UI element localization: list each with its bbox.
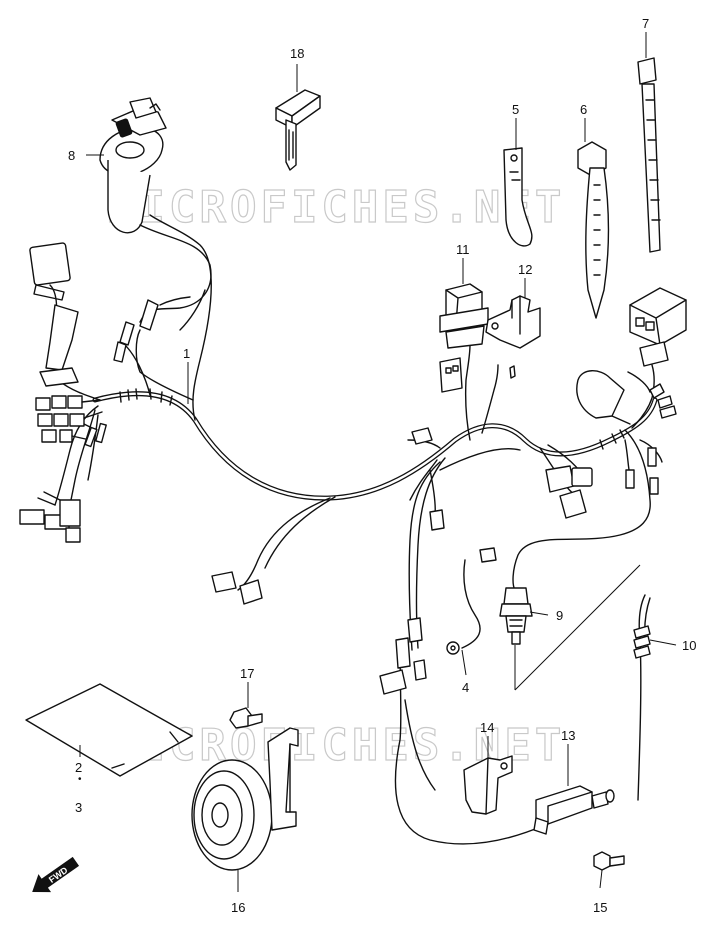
relay-icon	[439, 283, 489, 349]
callout-5: 5	[512, 102, 519, 117]
callout-4: 4	[462, 680, 469, 695]
reference-outline	[514, 564, 641, 691]
relay-connector	[439, 357, 463, 393]
bolt-icon	[229, 707, 263, 729]
watermark-top: MICROFICHES.NET	[108, 182, 565, 233]
right-connector-cluster	[576, 287, 687, 495]
callout-14: 14	[480, 720, 494, 735]
sensor-connectors	[545, 465, 593, 519]
lower-left-connector	[211, 571, 263, 605]
callout-16: 16	[231, 900, 245, 915]
tie-band-7	[637, 57, 661, 253]
ring-terminal	[446, 641, 460, 655]
callout-6: 6	[580, 102, 587, 117]
callout-17: 17	[240, 666, 254, 681]
left-connector-cluster	[19, 242, 107, 543]
temperature-sensor-icon	[499, 587, 533, 645]
clamp-icon	[503, 147, 533, 247]
horn-icon	[191, 727, 299, 871]
leader-lines	[79, 32, 677, 892]
tie-band-6	[577, 141, 610, 319]
callout-15: 15	[593, 900, 607, 915]
callout-2: 2	[75, 760, 82, 775]
switch-bracket	[463, 755, 513, 815]
callout-18: 18	[290, 46, 304, 61]
cable-10	[633, 594, 651, 801]
callout-3: 3	[75, 800, 82, 815]
callout-7: 7	[642, 16, 649, 31]
callout-11: 11	[456, 242, 470, 257]
fwd-arrow-icon: FWD	[32, 856, 80, 893]
lower-harness-connectors	[379, 617, 427, 695]
callout-9: 9	[556, 608, 563, 623]
callout-12: 12	[518, 262, 532, 277]
callout-1: 1	[183, 346, 190, 361]
relay-bracket	[485, 295, 541, 349]
callout-13: 13	[561, 728, 575, 743]
center-connectors	[411, 365, 516, 563]
callout-10: 10	[682, 638, 696, 653]
ignition-switch-icon	[99, 97, 167, 234]
key-icon	[275, 89, 321, 171]
brake-switch-icon	[533, 785, 615, 835]
callout-8: 8	[68, 148, 75, 163]
ignition-wiring	[113, 224, 212, 363]
harness-tape-bands	[119, 388, 625, 450]
label-sheet	[25, 683, 193, 777]
callout-dot: •	[78, 774, 82, 785]
callout-numbers: 1 2 • 3 4 5 6 7 8 9 10 11 12 13 14 15 16…	[68, 16, 696, 915]
screw-icon	[593, 851, 625, 871]
